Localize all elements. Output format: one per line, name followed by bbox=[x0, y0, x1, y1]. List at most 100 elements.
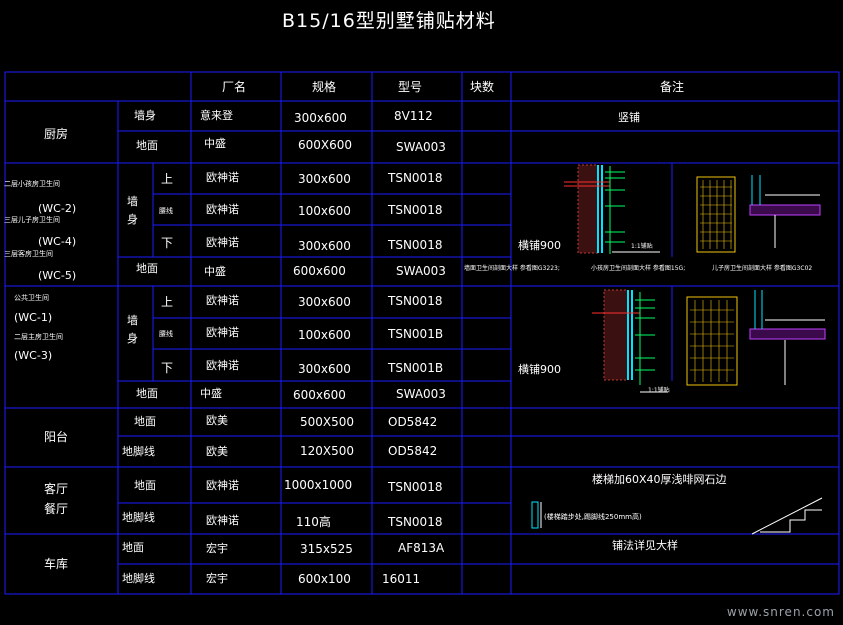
bath1-waist-factory: 欧神诺 bbox=[206, 326, 239, 339]
bath2-floor-model: SWA003 bbox=[396, 264, 446, 278]
detail-note-1: 1:1铺贴 bbox=[631, 243, 653, 250]
detail-caption-3: 儿子房卫生间剖面大样 参看图G3C02 bbox=[712, 265, 813, 272]
bath1-floor-model: SWA003 bbox=[396, 387, 446, 401]
kitchen-floor-part: 地面 bbox=[136, 139, 158, 152]
bath2-wall-label-2: 身 bbox=[127, 213, 138, 226]
bath2-down-factory: 欧神诺 bbox=[206, 236, 239, 249]
bath1-up-model: TSN0018 bbox=[388, 294, 443, 308]
bath1-remark: 横铺900 bbox=[518, 363, 561, 376]
living-skirting-model: TSN0018 bbox=[388, 515, 443, 529]
garage-floor-spec: 315x525 bbox=[300, 542, 353, 556]
bath2-room-5: 三层客房卫生间 bbox=[4, 250, 53, 258]
living-floor-model: TSN0018 bbox=[388, 480, 443, 494]
bath1-down-spec: 300x600 bbox=[298, 362, 351, 376]
bath1-wall-label-1: 墙 bbox=[127, 314, 138, 327]
bath1-down-model: TSN001B bbox=[388, 361, 444, 375]
bath2-down-model: TSN0018 bbox=[388, 238, 443, 252]
garage-floor-factory: 宏宇 bbox=[206, 542, 228, 555]
kitchen-floor-model: SWA003 bbox=[396, 140, 446, 154]
garage-floor-part: 地面 bbox=[122, 541, 144, 554]
bath2-waist-spec: 100x600 bbox=[298, 204, 351, 218]
garage-skirting-factory: 宏宇 bbox=[206, 572, 228, 585]
living-floor-part: 地面 bbox=[134, 479, 156, 492]
bath1-room-4: (WC-3) bbox=[14, 349, 53, 362]
bath1-floor-spec: 600x600 bbox=[293, 388, 346, 402]
balcony-skirting-part: 地脚线 bbox=[122, 445, 155, 458]
wall-section-detail-2 bbox=[592, 289, 668, 393]
bath2-room-3: 三层儿子房卫生间 bbox=[4, 216, 60, 224]
bath1-room-3: 二层主房卫生间 bbox=[14, 333, 63, 341]
stair-profile-detail bbox=[751, 497, 823, 535]
header-remark: 备注 bbox=[660, 80, 685, 94]
balcony-skirting-model: OD5842 bbox=[388, 444, 438, 458]
room-kitchen: 厨房 bbox=[44, 127, 69, 141]
bath1-down-pos: 下 bbox=[161, 361, 174, 375]
bath1-floor-factory: 中盛 bbox=[200, 387, 222, 400]
detail-caption-2: 小孩房卫生间剖面大样 参看图15G; bbox=[591, 265, 686, 272]
bath2-room-2: (WC-2) bbox=[38, 202, 77, 215]
garage-skirting-model: 16011 bbox=[382, 572, 421, 586]
room-garage: 车库 bbox=[44, 557, 69, 571]
bath2-room-4: (WC-4) bbox=[38, 235, 77, 248]
bath1-up-pos: 上 bbox=[161, 295, 174, 309]
bath2-floor-factory: 中盛 bbox=[204, 265, 226, 278]
living-skirting-part: 地脚线 bbox=[122, 511, 155, 524]
watermark: www.snren.com bbox=[726, 605, 835, 619]
bath2-waist-factory: 欧神诺 bbox=[206, 203, 239, 216]
balcony-skirting-spec: 120X500 bbox=[300, 444, 355, 458]
stair-edge-detail bbox=[531, 501, 542, 529]
kitchen-wall-part: 墙身 bbox=[134, 109, 156, 122]
bath1-room-1: 公共卫生间 bbox=[14, 294, 49, 302]
living-skirting-factory: 欧神诺 bbox=[206, 514, 239, 527]
living-skirting-remark: (楼梯踏步处,踢脚线250mm高) bbox=[544, 513, 642, 521]
balcony-floor-model: OD5842 bbox=[388, 415, 438, 429]
bath2-up-spec: 300x600 bbox=[298, 172, 351, 186]
balcony-floor-spec: 500X500 bbox=[300, 415, 355, 429]
bath2-up-pos: 上 bbox=[161, 172, 174, 186]
floor-plan-detail-2 bbox=[686, 290, 826, 386]
wall-section-detail-1 bbox=[564, 164, 660, 254]
bath2-floor-spec: 600x600 bbox=[293, 264, 346, 278]
table-frame bbox=[4, 71, 840, 595]
bath1-waist-pos: 腰线 bbox=[159, 330, 173, 338]
header-model: 型号 bbox=[398, 80, 423, 94]
bath1-waist-spec: 100x600 bbox=[298, 328, 351, 342]
header-count: 块数 bbox=[470, 80, 495, 94]
bath1-waist-model: TSN001B bbox=[388, 327, 444, 341]
bath1-room-2: (WC-1) bbox=[14, 311, 53, 324]
balcony-floor-factory: 欧美 bbox=[206, 414, 228, 427]
header-factory: 厂名 bbox=[222, 80, 247, 94]
header-spec: 规格 bbox=[312, 80, 337, 94]
living-floor-spec: 1000x1000 bbox=[284, 478, 353, 492]
bath2-down-spec: 300x600 bbox=[298, 239, 351, 253]
bath2-up-model: TSN0018 bbox=[388, 171, 443, 185]
living-floor-factory: 欧神诺 bbox=[206, 479, 239, 492]
balcony-skirting-factory: 欧美 bbox=[206, 445, 228, 458]
bath2-room-6: (WC-5) bbox=[38, 269, 77, 282]
kitchen-floor-factory: 中盛 bbox=[204, 137, 226, 150]
bath1-floor-part: 地面 bbox=[136, 387, 158, 400]
bath2-waist-pos: 腰线 bbox=[159, 207, 173, 215]
room-balcony: 阳台 bbox=[44, 430, 69, 444]
bath2-down-pos: 下 bbox=[161, 236, 174, 250]
kitchen-floor-spec: 600X600 bbox=[298, 138, 353, 152]
bath2-remark: 横铺900 bbox=[518, 239, 561, 252]
floor-plan-detail-1 bbox=[696, 175, 821, 253]
garage-skirting-part: 地脚线 bbox=[122, 572, 155, 585]
bath2-room-1: 二层小孩房卫生间 bbox=[4, 180, 60, 188]
bath2-wall-label-1: 墙 bbox=[127, 195, 138, 208]
bath1-wall-label-2: 身 bbox=[127, 332, 138, 345]
kitchen-wall-model: 8V112 bbox=[394, 109, 433, 123]
bath1-up-spec: 300x600 bbox=[298, 295, 351, 309]
kitchen-wall-remark: 竖铺 bbox=[618, 111, 640, 124]
garage-skirting-spec: 600x100 bbox=[298, 572, 351, 586]
living-floor-remark: 楼梯加60X40厚浅啡网石边 bbox=[592, 473, 727, 486]
balcony-floor-part: 地面 bbox=[134, 415, 156, 428]
detail-caption-1: 墙面卫生间剖面大样 参看图G3223; bbox=[464, 265, 560, 272]
bath1-up-factory: 欧神诺 bbox=[206, 294, 239, 307]
kitchen-wall-factory: 意来登 bbox=[200, 109, 233, 122]
garage-floor-remark: 铺法详见大样 bbox=[612, 539, 678, 552]
room-dining: 餐厅 bbox=[44, 502, 69, 516]
living-skirting-spec: 110高 bbox=[296, 515, 331, 529]
